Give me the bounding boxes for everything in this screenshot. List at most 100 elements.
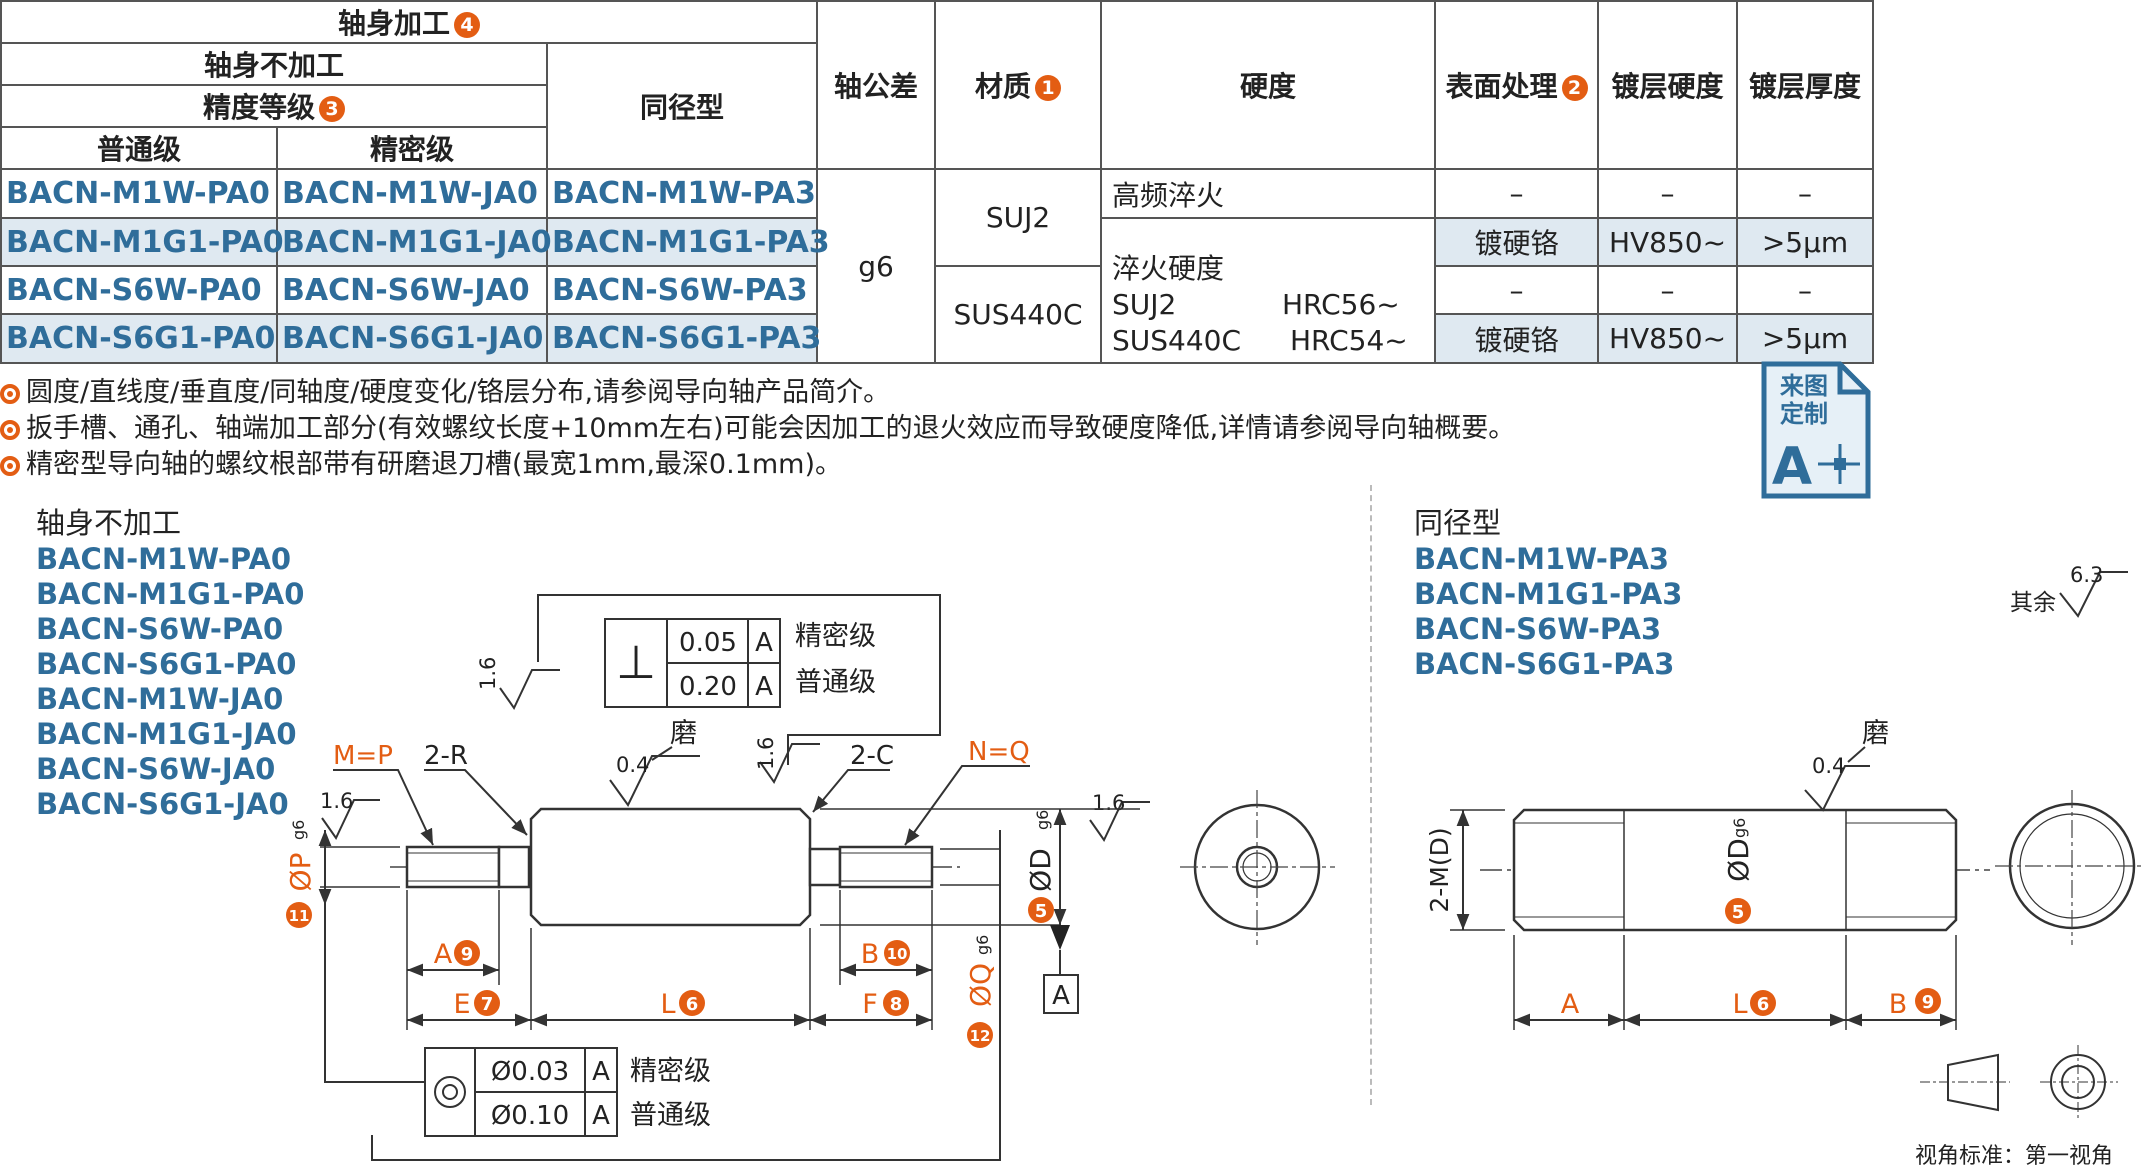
datum-ref: A [755, 672, 773, 702]
part-number[interactable]: BACN-M1G1-PA0 [0, 217, 284, 267]
badge-3: 3 [319, 96, 345, 122]
header-precise: 精密级 [276, 126, 548, 170]
concentricity-frame [424, 1047, 618, 1137]
header-plating-thickness: 镀层厚度 [1736, 0, 1874, 170]
plating-thickness-value: >5μm [1736, 217, 1874, 267]
left-shaft-drawing: ⊥ 0.05 0.20 A A 精密级 普通级 1.6 1.6 1.6 1.6 … [284, 594, 1335, 1161]
part-number[interactable]: BACN-S6W-PA0 [36, 612, 284, 646]
svg-text:6: 6 [1757, 994, 1770, 1015]
dim-a: A [434, 939, 453, 970]
label-n-q: N=Q [968, 737, 1030, 767]
part-number[interactable]: BACN-M1W-PA0 [36, 542, 292, 576]
badge-11 [286, 902, 312, 928]
part-number[interactable]: BACN-M1W-PA3 [1414, 542, 1670, 576]
projection-icon [1920, 1045, 2118, 1120]
dim-q: ØQ [964, 963, 997, 1007]
part-number[interactable]: BACN-M1W-JA0 [276, 168, 548, 219]
part-number[interactable]: BACN-S6G1-PA3 [546, 313, 821, 364]
material-value: SUJ2 [934, 168, 1102, 267]
roughness-value: 6.3 [2070, 563, 2103, 587]
svg-text:g6: g6 [973, 935, 992, 955]
note-line: 圆度/直线度/垂直度/同轴度/硬度变化/铬层分布,请参阅导向轴产品简介。 [0, 370, 890, 409]
projection-label: 视角标准：第一视角 [1915, 1144, 2113, 1169]
svg-text:9: 9 [461, 944, 474, 965]
part-number[interactable]: BACN-S6W-PA0 [0, 265, 278, 315]
hardness-title: 淬火硬度 [1112, 252, 1225, 285]
svg-text:7: 7 [481, 994, 494, 1015]
part-number[interactable]: BACN-M1G1-PA3 [546, 217, 830, 267]
part-number[interactable]: BACN-M1G1-JA0 [276, 217, 552, 267]
part-number[interactable]: BACN-M1G1-JA0 [36, 717, 297, 751]
part-number[interactable]: BACN-S6G1-PA3 [1414, 647, 1675, 681]
dim-d: ØD [1024, 848, 1057, 892]
dim-2md: 2-M(D) [1425, 827, 1454, 912]
header-same-dia: 同径型 [546, 42, 818, 170]
svg-text:11: 11 [289, 907, 310, 925]
dim-b: B [1889, 989, 1908, 1020]
datum-triangle-icon [1050, 925, 1070, 950]
datum-ref: A [755, 628, 773, 658]
shaft-body-same-dia [1512, 808, 1958, 932]
roughness-icon [321, 669, 1150, 842]
part-number[interactable]: BACN-M1W-JA0 [36, 682, 284, 716]
perpendicularity-frame [537, 594, 941, 765]
part-number[interactable]: BACN-M1G1-PA3 [1414, 577, 1683, 611]
part-list-right: BACN-M1W-PA3 BACN-M1G1-PA3 BACN-S6W-PA3 … [1414, 542, 1682, 682]
svg-text:5: 5 [1035, 901, 1048, 922]
hardness-value: 高频淬火 [1100, 168, 1436, 219]
plating-hardness-value: – [1597, 168, 1738, 219]
plating-thickness-value: – [1736, 265, 1874, 315]
plating-hardness-value: HV850~ [1597, 217, 1738, 267]
part-number[interactable]: BACN-S6W-PA3 [546, 265, 818, 315]
table-row: BACN-S6G1-PA0 BACN-S6G1-JA0 BACN-S6G1-PA… [0, 313, 1874, 364]
part-number[interactable]: BACN-M1W-PA3 [546, 168, 818, 219]
grind-label: 磨 [670, 718, 697, 749]
note-line: 扳手槽、通孔、轴端加工部分(有效螺纹长度+10mm左右)可能会因加工的退火效应而… [0, 406, 1515, 445]
part-number[interactable]: BACN-S6G1-JA0 [36, 787, 289, 821]
part-number[interactable]: BACN-S6G1-PA0 [36, 647, 297, 681]
right-shaft-drawing: 0.4 磨 2-M(D) ØD 5 g6 A L 6 B 9 其余 6.3 视角… [1425, 563, 2145, 1169]
header-no-processing: 轴身不加工 [0, 42, 548, 86]
dim-b: B [861, 939, 880, 970]
others-label: 其余 [2010, 590, 2056, 616]
conc-normal: Ø0.10 [491, 1101, 569, 1131]
surface-value: 镀硬铬 [1434, 313, 1599, 364]
svg-text:g6: g6 [1033, 810, 1052, 830]
section-title-right: 同径型 [1414, 506, 1502, 540]
custom-drawing-icon[interactable]: 来图 定制 A [1760, 360, 1872, 500]
part-number[interactable]: BACN-S6G1-PA0 [0, 313, 278, 364]
part-list-left: BACN-M1W-PA0 BACN-M1G1-PA0 BACN-S6W-PA0 … [36, 542, 304, 822]
plating-hardness-value: – [1597, 265, 1738, 315]
roughness-value: 0.4 [1812, 754, 1845, 778]
table-row: BACN-M1W-PA0 BACN-M1W-JA0 BACN-M1W-PA3 g… [0, 168, 1874, 364]
label-2c: 2-C [850, 741, 894, 771]
part-number[interactable]: BACN-S6W-JA0 [36, 752, 276, 786]
dim-p: ØP [284, 853, 317, 892]
part-number[interactable]: BACN-S6G1-JA0 [276, 313, 548, 364]
badge-12 [967, 1022, 993, 1048]
svg-text:定制: 定制 [1780, 400, 1828, 428]
bullet-icon [0, 383, 20, 404]
part-number[interactable]: BACN-S6W-JA0 [276, 265, 548, 315]
datum-label: A [1052, 981, 1070, 1011]
surface-value: – [1434, 168, 1599, 219]
plating-hardness-value: HV850~ [1597, 313, 1738, 364]
grade-normal: 普通级 [795, 667, 876, 698]
svg-text:来图: 来图 [1780, 372, 1828, 400]
datum-ref: A [592, 1057, 610, 1087]
svg-text:A: A [1772, 437, 1812, 497]
svg-text:10: 10 [887, 945, 908, 963]
part-number[interactable]: BACN-S6W-PA3 [1414, 612, 1662, 646]
badge-5 [1028, 897, 1054, 923]
part-number[interactable]: BACN-M1W-PA0 [0, 168, 278, 219]
header-plating-hardness: 镀层硬度 [1597, 0, 1738, 170]
part-number[interactable]: BACN-M1G1-PA0 [36, 577, 305, 611]
plating-thickness-value: – [1736, 168, 1874, 219]
tol-normal: 0.20 [679, 672, 737, 702]
